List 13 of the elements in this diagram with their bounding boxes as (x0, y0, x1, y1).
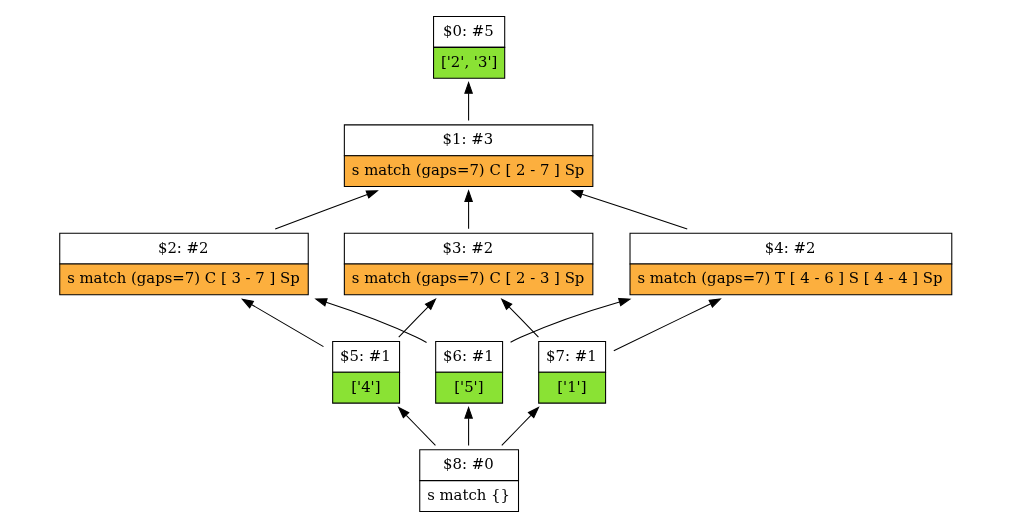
arrow (313, 298, 427, 343)
arrow (240, 298, 324, 348)
arrow (463, 189, 473, 230)
arrow (612, 298, 722, 352)
arrow (500, 298, 539, 338)
arrow (397, 298, 437, 338)
arrow (274, 190, 379, 230)
arrow (463, 405, 473, 446)
arrow (463, 80, 473, 121)
arrow (509, 297, 631, 343)
arrow (397, 406, 436, 446)
arrow (569, 190, 688, 230)
arrow (500, 406, 540, 446)
